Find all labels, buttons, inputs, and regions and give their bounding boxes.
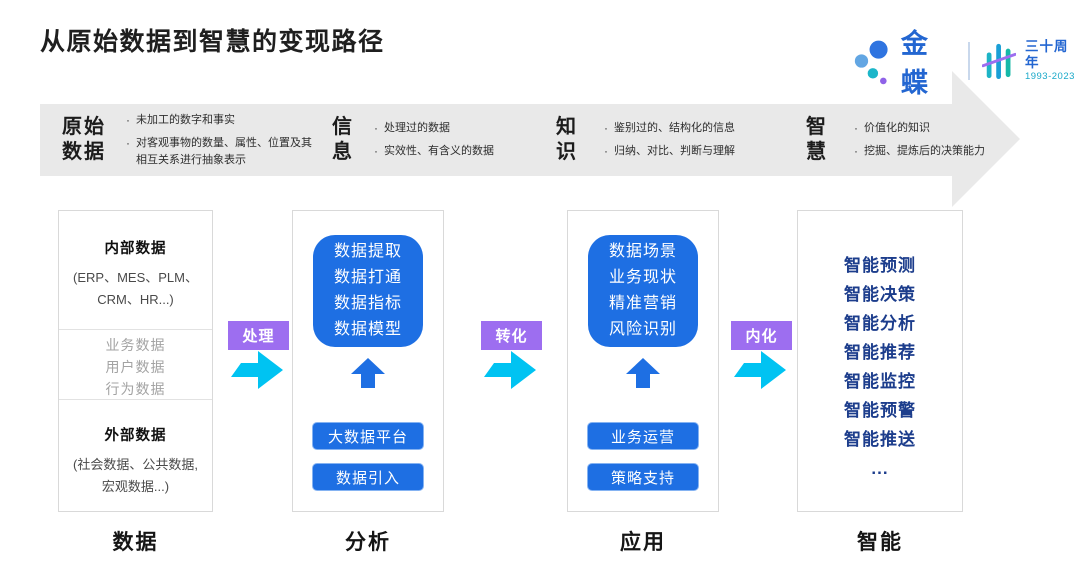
kingdee-logo: 金蝶 三十周年 1993-2023 xyxy=(852,22,1080,100)
intel-item-ellipsis: ... xyxy=(871,459,889,478)
up-arrow-icon xyxy=(351,358,385,388)
intel-item: 智能预测 xyxy=(844,256,916,275)
connector-label-transform: 转化 xyxy=(481,321,542,350)
stage-bullet: ·实效性、有含义的数据 xyxy=(368,143,538,160)
strategy-support-button: 策略支持 xyxy=(587,463,699,491)
external-data-section: 外部数据 (社会数据、公共数据, 宏观数据...) xyxy=(59,400,212,498)
banner-arrow-shape xyxy=(40,71,1020,207)
stage-title: 知识 xyxy=(556,116,578,163)
internal-data-line: (ERP、MES、PLM、 xyxy=(73,270,198,285)
internal-data-title: 内部数据 xyxy=(104,241,167,257)
flow-arrow-icon xyxy=(484,351,536,389)
bullet-dot-icon: · xyxy=(604,121,608,135)
analysis-capabilities-box: 数据提取 数据打通 数据指标 数据模型 xyxy=(313,235,423,347)
anniversary-mark-icon xyxy=(981,43,1016,80)
intel-item: 智能推荐 xyxy=(844,343,916,362)
logo-divider xyxy=(967,42,970,80)
intel-item: 智能预警 xyxy=(844,401,916,420)
bullet-dot-icon: · xyxy=(126,135,130,150)
stage-raw-data: 原始数据 ·未加工的数字和事实 ·对客观事物的数量、属性、位置及其相互关系进行抽… xyxy=(62,104,318,176)
data-sources-panel: 内部数据 (ERP、MES、PLM、 CRM、HR...) 业务数据 用户数据 … xyxy=(58,210,213,512)
panel-line: 数据模型 xyxy=(333,321,402,338)
column-label-application: 应用 xyxy=(620,531,666,554)
stage-bullet: ·对客观事物的数量、属性、位置及其相互关系进行抽象表示 xyxy=(120,135,318,169)
stage-bullet: ·鉴别过的、结构化的信息 xyxy=(598,120,788,137)
up-arrow-icon xyxy=(626,358,660,388)
big-data-platform-button: 大数据平台 xyxy=(312,422,424,450)
flow-arrow-icon xyxy=(231,351,283,389)
column-label-data: 数据 xyxy=(112,531,159,554)
intel-item: 智能监控 xyxy=(844,372,916,391)
page-title: 从原始数据到智慧的变现路径 xyxy=(40,28,385,56)
anniversary-years: 1993-2023 xyxy=(1024,71,1075,83)
flow-arrow-icon xyxy=(734,351,786,389)
stage-bullet: ·价值化的知识 xyxy=(848,120,1023,137)
panel-line: 风险识别 xyxy=(608,321,677,338)
stage-bullet: ·归纳、对比、判断与理解 xyxy=(598,143,788,160)
column-label-intelligence: 智能 xyxy=(857,531,903,554)
middle-data-item: 业务数据 xyxy=(105,337,166,353)
connector-label-process: 处理 xyxy=(228,321,289,350)
panel-line: 数据指标 xyxy=(333,295,402,312)
brand-name: 金蝶 xyxy=(900,29,930,98)
stage-knowledge: 知识 ·鉴别过的、结构化的信息 ·归纳、对比、判断与理解 xyxy=(556,104,788,176)
anniversary-label: 三十周年 xyxy=(1024,39,1069,71)
stage-title: 信息 xyxy=(332,116,354,163)
intel-item: 智能推送 xyxy=(844,430,916,449)
internal-data-line: CRM、HR...) xyxy=(97,292,174,307)
middle-data-section: 业务数据 用户数据 行为数据 xyxy=(59,330,212,400)
stage-wisdom: 智慧 ·价值化的知识 ·挖掘、提炼后的决策能力 xyxy=(806,104,1023,176)
stage-information: 信息 ·处理过的数据 ·实效性、有含义的数据 xyxy=(332,104,538,176)
stage-title: 原始数据 xyxy=(62,116,106,163)
bullet-dot-icon: · xyxy=(854,144,858,158)
external-data-title: 外部数据 xyxy=(104,428,167,444)
stage-bullet: ·未加工的数字和事实 xyxy=(120,112,318,129)
middle-data-item: 用户数据 xyxy=(105,359,166,375)
internal-data-section: 内部数据 (ERP、MES、PLM、 CRM、HR...) xyxy=(59,211,212,330)
panel-line: 数据提取 xyxy=(333,243,402,260)
intel-item: 智能分析 xyxy=(844,314,916,333)
external-data-line: 宏观数据...) xyxy=(101,479,170,494)
bullet-dot-icon: · xyxy=(126,112,130,127)
bullet-dot-icon: · xyxy=(374,121,378,135)
connector-label-internalize: 内化 xyxy=(731,321,792,350)
column-label-analysis: 分析 xyxy=(345,531,391,554)
external-data-line: (社会数据、公共数据, xyxy=(73,457,198,472)
bullet-dot-icon: · xyxy=(604,144,608,158)
data-import-button: 数据引入 xyxy=(312,463,424,491)
business-operation-button: 业务运营 xyxy=(587,422,699,450)
kingdee-dots-icon xyxy=(854,40,888,85)
panel-line: 业务现状 xyxy=(608,269,677,286)
application-panel: 数据场景 业务现状 精准营销 风险识别 业务运营 策略支持 xyxy=(567,210,719,512)
intelligence-panel: 智能预测 智能决策 智能分析 智能推荐 智能监控 智能预警 智能推送 ... xyxy=(797,210,963,512)
panel-line: 数据打通 xyxy=(333,269,402,286)
application-capabilities-box: 数据场景 业务现状 精准营销 风险识别 xyxy=(588,235,698,347)
panel-line: 精准营销 xyxy=(608,295,677,312)
panel-line: 数据场景 xyxy=(608,243,677,260)
intel-item: 智能决策 xyxy=(844,285,916,304)
bullet-dot-icon: · xyxy=(854,121,858,135)
anniversary-text: 三十周年 1993-2023 xyxy=(1025,39,1080,83)
stage-title: 智慧 xyxy=(806,116,828,163)
middle-data-item: 行为数据 xyxy=(105,381,166,397)
stage-bullet: ·挖掘、提炼后的决策能力 xyxy=(848,143,1023,160)
bullet-dot-icon: · xyxy=(374,144,378,158)
stage-bullet: ·处理过的数据 xyxy=(368,120,538,137)
analysis-panel: 数据提取 数据打通 数据指标 数据模型 大数据平台 数据引入 xyxy=(292,210,444,512)
